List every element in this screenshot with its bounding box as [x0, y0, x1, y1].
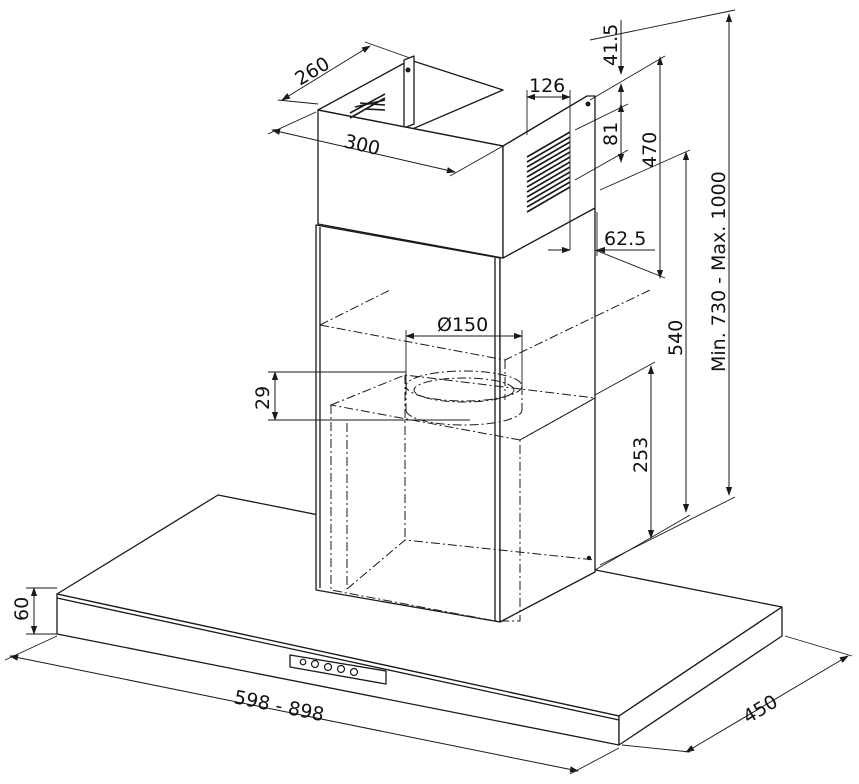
ext-line: [594, 514, 691, 571]
off-button[interactable]: [349, 667, 359, 677]
lower-chimney: [315, 207, 596, 623]
hidden-motor-inner: [346, 423, 596, 590]
vent-slot: [526, 181, 571, 208]
bracket-hole-right: [585, 101, 591, 107]
label-vent-offset: 62.5: [604, 228, 646, 250]
vent-slot: [526, 176, 571, 203]
dim-line-canopy-depth: [685, 655, 849, 753]
vent-slot: [526, 131, 571, 158]
label-total-height-range: Min. 730 - Max. 1000: [708, 171, 730, 372]
hidden-motor-top: [329, 374, 597, 441]
label-canopy-height: 60: [11, 597, 33, 621]
speed-2-button[interactable]: [323, 662, 333, 672]
ext-line: [569, 747, 620, 775]
vent-slot: [526, 141, 571, 168]
label-vent-width: 126: [529, 75, 565, 97]
ext-line: [277, 99, 319, 105]
vent-slot: [526, 171, 571, 198]
ext-line: [599, 496, 736, 566]
light-button[interactable]: [299, 658, 307, 666]
ext-line: [594, 249, 666, 279]
back-vent-grille: [349, 93, 386, 119]
label-upper-chimney-height: 470: [639, 132, 661, 168]
ext-line: [621, 744, 691, 753]
vent-slot: [526, 146, 571, 173]
label-canopy-depth: 450: [739, 691, 781, 729]
label-vent-height: 81: [600, 122, 622, 146]
lower-chimney-side: [499, 207, 596, 623]
hidden-ceiling-plane: [319, 289, 651, 400]
vent-slot: [526, 166, 571, 193]
vent-slot: [359, 102, 386, 106]
duct-collar-bottom: [405, 409, 523, 426]
vent-slot: [526, 136, 571, 163]
lower-chimney-front: [315, 224, 501, 623]
duct-collar-wall: [405, 386, 523, 410]
vent-slot: [526, 186, 571, 213]
label-duct-collar-height: 29: [252, 386, 274, 410]
ext-line: [599, 149, 691, 191]
speed-1-button[interactable]: [310, 659, 320, 669]
label-motor-height: 253: [630, 437, 652, 473]
vent-slot: [526, 156, 571, 183]
label-chimney-depth: 260: [291, 53, 333, 91]
dim-line-chimney-width: [271, 128, 456, 174]
ext-line: [784, 635, 853, 657]
label-top-offset: 41.5: [600, 24, 622, 66]
label-duct-diameter: Ø150: [437, 314, 488, 336]
side-vent-grille: [526, 131, 571, 213]
ext-line: [589, 9, 736, 41]
dimension-lines: [4, 9, 853, 775]
label-canopy-width-range: 598 - 898: [232, 686, 326, 726]
dim-line-chimney-depth: [281, 45, 371, 101]
vent-slot: [364, 108, 386, 111]
wall-bracket-left: [403, 55, 415, 129]
label-lower-chimney-height: 540: [665, 320, 687, 356]
vent-slot: [526, 151, 571, 178]
bracket-hole-left: [405, 67, 411, 73]
speed-3-button[interactable]: [336, 664, 346, 674]
ext-line: [364, 41, 411, 59]
vent-slot: [526, 161, 571, 188]
duct-collar-top-inner: [413, 377, 515, 403]
hidden-motor-front: [330, 405, 521, 622]
ext-line: [449, 145, 504, 177]
ext-line: [589, 55, 666, 101]
ext-line: [594, 361, 656, 396]
dim-line-canopy-width: [9, 654, 579, 773]
hidden-motor-side: [519, 397, 596, 572]
